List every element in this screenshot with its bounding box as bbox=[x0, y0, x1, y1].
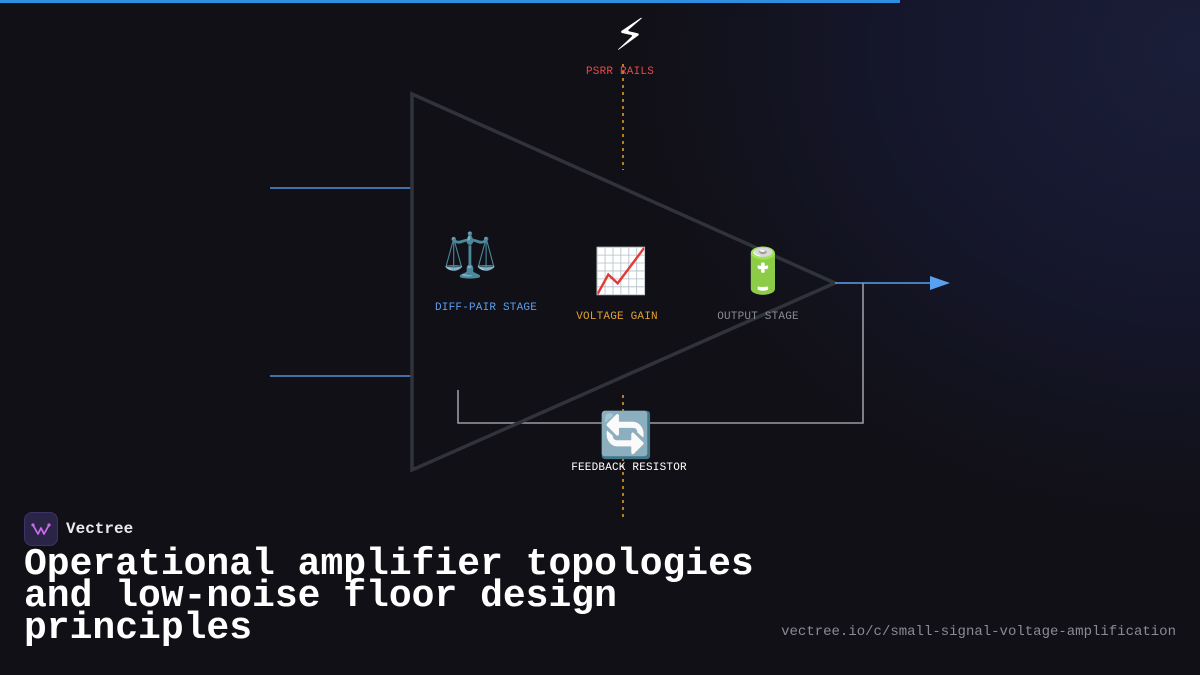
psrr-rails-label: PSRR RAILS bbox=[585, 66, 655, 78]
vectree-logo-icon bbox=[24, 512, 58, 546]
output-stage-label: OUTPUT STAGE bbox=[717, 311, 799, 323]
brand[interactable]: Vectree bbox=[24, 512, 133, 546]
battery-icon: 🔋 bbox=[735, 246, 791, 297]
progress-bar bbox=[0, 0, 1200, 3]
chart-increasing-icon: 📈 bbox=[593, 246, 649, 297]
feedback-loop-wire bbox=[457, 283, 864, 424]
balance-scale-icon: ⚖️ bbox=[442, 230, 498, 281]
background-glow bbox=[640, 0, 1200, 520]
progress-fill bbox=[0, 0, 900, 3]
brand-name: Vectree bbox=[66, 520, 134, 538]
feedback-resistor-label: FEEDBACK RESISTOR bbox=[571, 462, 687, 474]
voltage-gain-label: VOLTAGE GAIN bbox=[576, 311, 658, 323]
lightning-icon: ⚡ bbox=[614, 10, 646, 61]
cycle-arrows-icon: 🔄 bbox=[598, 410, 654, 461]
diff-pair-stage-label: DIFF-PAIR STAGE bbox=[434, 302, 538, 314]
page-title: Operational amplifier topologies and low… bbox=[24, 543, 754, 650]
op-amp-triangle bbox=[410, 91, 840, 473]
logo-mark bbox=[31, 523, 51, 535]
page-url[interactable]: vectree.io/c/small-signal-voltage-amplif… bbox=[781, 624, 1176, 640]
